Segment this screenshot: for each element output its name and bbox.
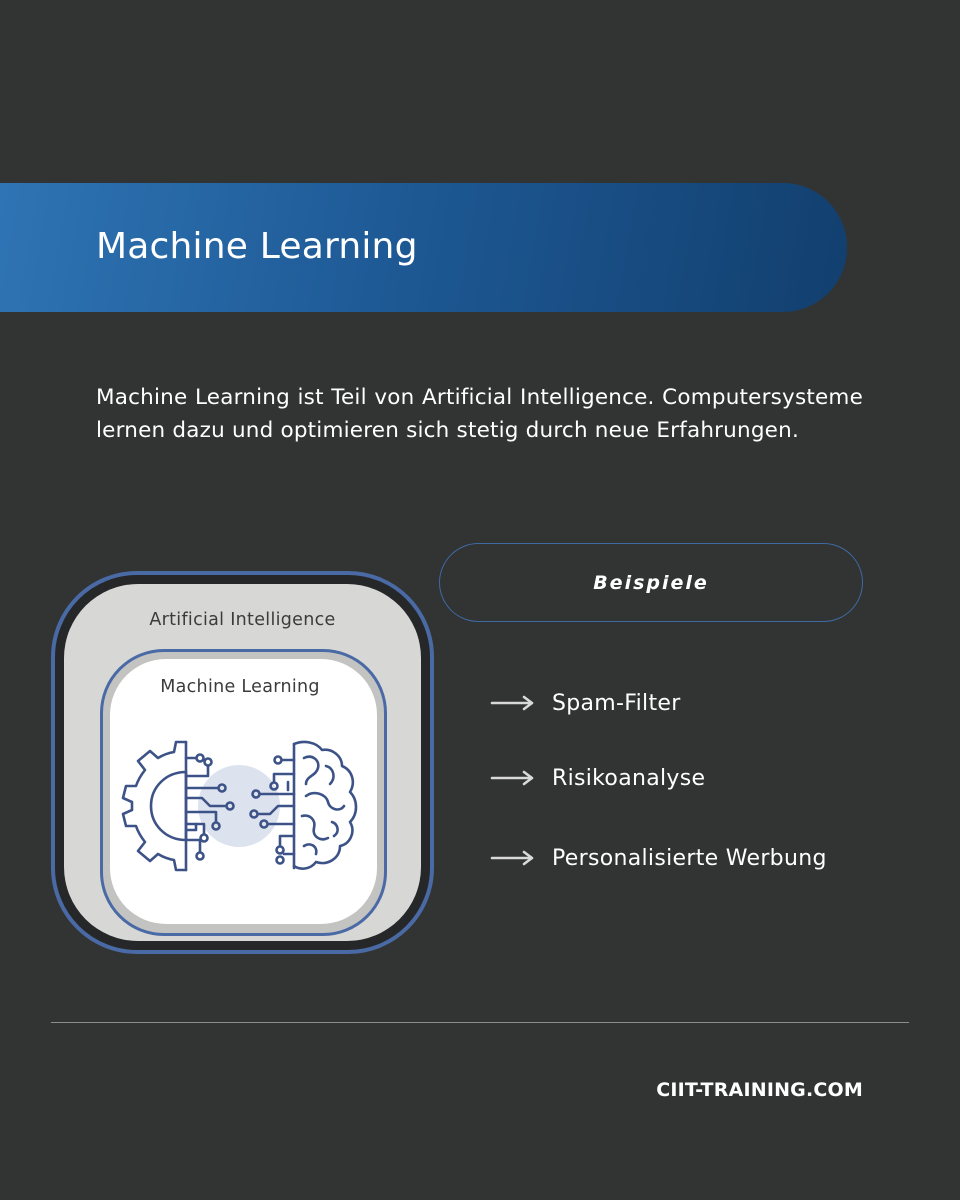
list-item: Risikoanalyse xyxy=(490,763,705,793)
arrow-right-icon xyxy=(490,695,534,711)
example-label: Risikoanalyse xyxy=(552,765,706,791)
examples-title: Beispiele xyxy=(593,571,709,594)
page-title: Machine Learning xyxy=(96,226,418,267)
arrow-right-icon xyxy=(490,850,534,866)
divider xyxy=(51,1022,909,1023)
example-label: Spam-Filter xyxy=(552,690,681,716)
title-banner xyxy=(0,183,847,312)
footer-website: CIIT-TRAINING.COM xyxy=(656,1079,863,1101)
ml-label: Machine Learning xyxy=(160,677,320,697)
list-item: Personalisierte Werbung xyxy=(490,843,827,873)
arrow-right-icon xyxy=(490,770,534,786)
ai-label: Artificial Intelligence xyxy=(149,610,336,630)
gear-circuit-brain-icon xyxy=(121,740,358,872)
list-item: Spam-Filter xyxy=(490,688,681,718)
examples-header: Beispiele xyxy=(439,543,863,622)
intro-paragraph: Machine Learning ist Teil von Artificial… xyxy=(96,385,863,443)
example-label: Personalisierte Werbung xyxy=(552,845,827,871)
